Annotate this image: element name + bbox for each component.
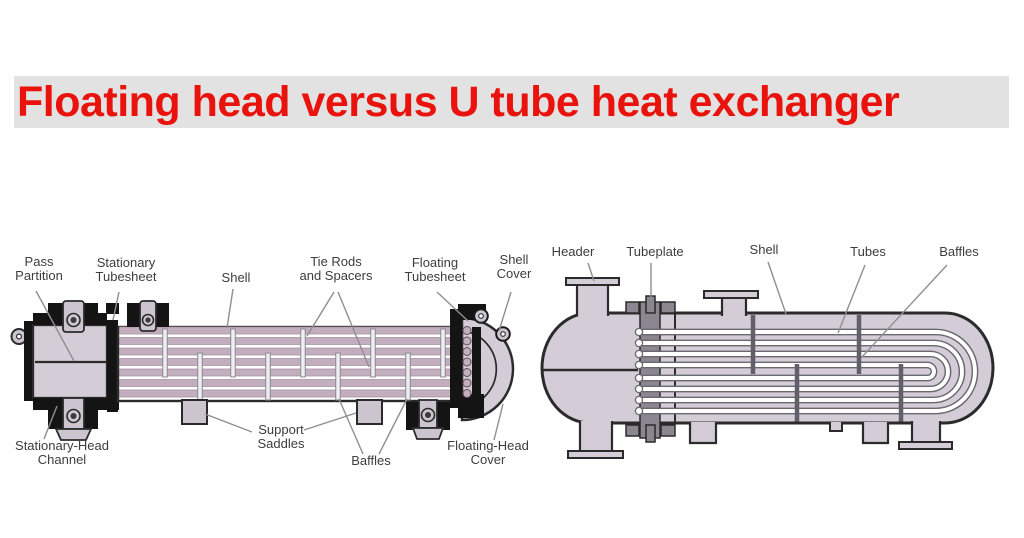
label-tubeplate: Tubeplate bbox=[626, 244, 684, 259]
shell-top-nozzle bbox=[703, 290, 759, 316]
label-baffles-left: Baffles bbox=[351, 453, 391, 468]
support-saddles bbox=[181, 399, 383, 425]
u-tube-exchanger-diagram bbox=[540, 261, 995, 459]
tube-ends bbox=[634, 327, 644, 416]
channel-top-nozzle bbox=[48, 300, 98, 333]
right-leader-lines bbox=[587, 261, 948, 359]
floating-head-exchanger-diagram bbox=[10, 288, 515, 455]
floating-tubesheet bbox=[462, 326, 481, 411]
eye-bolt-icon bbox=[473, 308, 489, 324]
label-pass-partition: Pass Partition bbox=[15, 254, 63, 283]
channel-bottom-nozzle bbox=[48, 397, 98, 441]
label-floating-head-cover: Floating-Head Cover bbox=[447, 438, 529, 467]
u-tubes bbox=[641, 328, 979, 415]
page-title: Floating head versus U tube heat exchang… bbox=[17, 77, 900, 126]
header-top-nozzle bbox=[565, 277, 620, 316]
label-header: Header bbox=[551, 244, 595, 259]
shell-bottom-nozzle bbox=[898, 421, 953, 450]
label-shell-right: Shell bbox=[749, 242, 779, 257]
label-baffles-right: Baffles bbox=[939, 244, 979, 259]
label-stationary-head-channel: Stationary-Head Channel bbox=[15, 438, 109, 467]
supports bbox=[688, 422, 890, 445]
floating-head bbox=[450, 304, 515, 422]
eye-bolt-icon bbox=[495, 326, 511, 342]
left-leader-lines bbox=[35, 288, 512, 455]
tubeplate bbox=[625, 295, 676, 443]
label-tie-rods-and-spacers: Tie Rods and Spacers bbox=[299, 254, 373, 283]
baffles bbox=[162, 328, 446, 401]
label-tubes: Tubes bbox=[850, 244, 886, 259]
shell-top-nozzle bbox=[127, 300, 169, 332]
channel-cover bbox=[10, 321, 33, 401]
label-stationary-tubesheet: Stationary Tubesheet bbox=[95, 255, 157, 284]
shell-bottom-nozzle bbox=[406, 399, 450, 440]
title-banner: Floating head versus U tube heat exchang… bbox=[14, 76, 1009, 128]
baffles bbox=[750, 315, 904, 422]
label-shell-left: Shell bbox=[221, 270, 251, 285]
label-floating-tubesheet: Floating Tubesheet bbox=[404, 255, 466, 284]
label-support-saddles: Support Saddles bbox=[257, 422, 305, 451]
header-bottom-nozzle bbox=[567, 421, 624, 459]
tube-bundle bbox=[119, 326, 452, 398]
label-shell-cover: Shell Cover bbox=[496, 252, 532, 281]
